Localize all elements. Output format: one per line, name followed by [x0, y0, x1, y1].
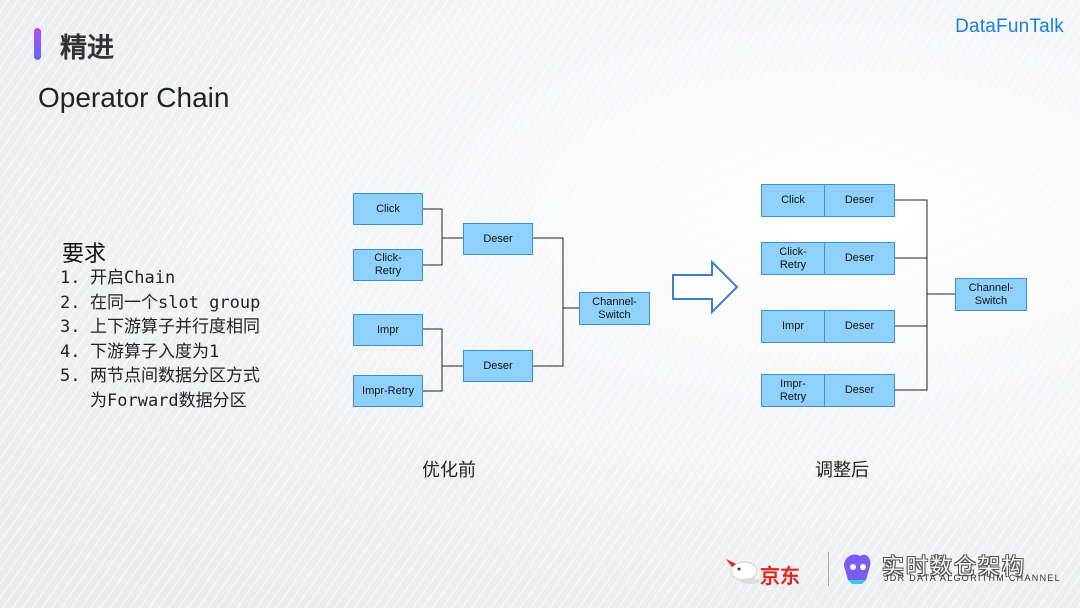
list-item: 为Forward数据分区 — [60, 389, 260, 414]
list-item-text: 为Forward数据分区 — [90, 390, 247, 411]
list-item-number: 5. — [60, 366, 81, 386]
list-item: 2. 在同一个slot group — [60, 291, 260, 316]
before-source-impr: Impr — [353, 314, 423, 346]
connector-line — [422, 328, 443, 392]
after-source-impr: Impr — [761, 310, 825, 343]
before-deser-1: Deser — [463, 223, 533, 255]
accent-bar — [34, 28, 41, 60]
list-item-text: 两节点间数据分区方式 — [90, 366, 260, 386]
list-item-number: 3. — [60, 317, 81, 337]
after-source-impr-retry: Impr- Retry — [761, 374, 825, 407]
footer-divider — [828, 552, 829, 586]
section-title: 精进 — [60, 33, 114, 64]
list-item-text: 在同一个slot group — [90, 292, 261, 313]
list-item: 5. 两节点间数据分区方式 — [60, 364, 260, 389]
after-deser-1: Deser — [824, 184, 895, 217]
list-item-text: 下游算子入度为1 — [90, 341, 220, 362]
before-caption: 优化前 — [422, 460, 476, 481]
list-item: 4. 下游算子入度为1 — [60, 340, 260, 365]
jd-dog-mascot-icon — [726, 559, 760, 584]
requirements-list: 1.开启Chain 2.在同一个slot group 3.上下游算子并行度相同 … — [60, 266, 260, 413]
list-item-number: 2. — [60, 292, 81, 313]
connector-line — [533, 237, 564, 367]
list-item-text: 开启Chain — [90, 268, 176, 288]
after-channel-switch: Channel- Switch — [955, 278, 1027, 311]
brand-logo-text: DataFunTalk — [955, 16, 1064, 37]
channel-name: 实时数仓架构 — [882, 555, 1027, 580]
after-caption: 调整后 — [815, 460, 869, 481]
transform-arrow-icon — [672, 259, 739, 315]
jdr-channel-logo-icon — [844, 554, 871, 584]
list-item-number: 1. — [60, 268, 81, 288]
after-source-click: Click — [761, 184, 825, 217]
channel-subtitle: JDR DATA ALGORITHM CHANNEL — [884, 573, 1061, 583]
jd-logo-text: 京东 — [760, 564, 800, 588]
before-deser-2: Deser — [463, 350, 533, 382]
after-deser-2: Deser — [824, 242, 895, 275]
connector-line — [895, 199, 928, 391]
before-source-impr-retry: Impr-Retry — [353, 375, 423, 407]
list-item-number: 4. — [60, 341, 81, 362]
after-deser-3: Deser — [824, 310, 895, 343]
after-deser-4: Deser — [824, 374, 895, 407]
slide-title: Operator Chain — [38, 82, 230, 113]
list-item-text: 上下游算子并行度相同 — [90, 317, 260, 337]
connector-line — [422, 208, 443, 266]
after-source-click-retry: Click- Retry — [761, 242, 825, 275]
before-source-click: Click — [353, 193, 423, 225]
before-source-click-retry: Click- Retry — [353, 249, 423, 281]
list-item: 3. 上下游算子并行度相同 — [60, 315, 260, 340]
requirements-title: 要求 — [62, 242, 107, 267]
list-item: 1. 开启Chain — [60, 266, 260, 291]
before-channel-switch: Channel- Switch — [579, 292, 650, 325]
